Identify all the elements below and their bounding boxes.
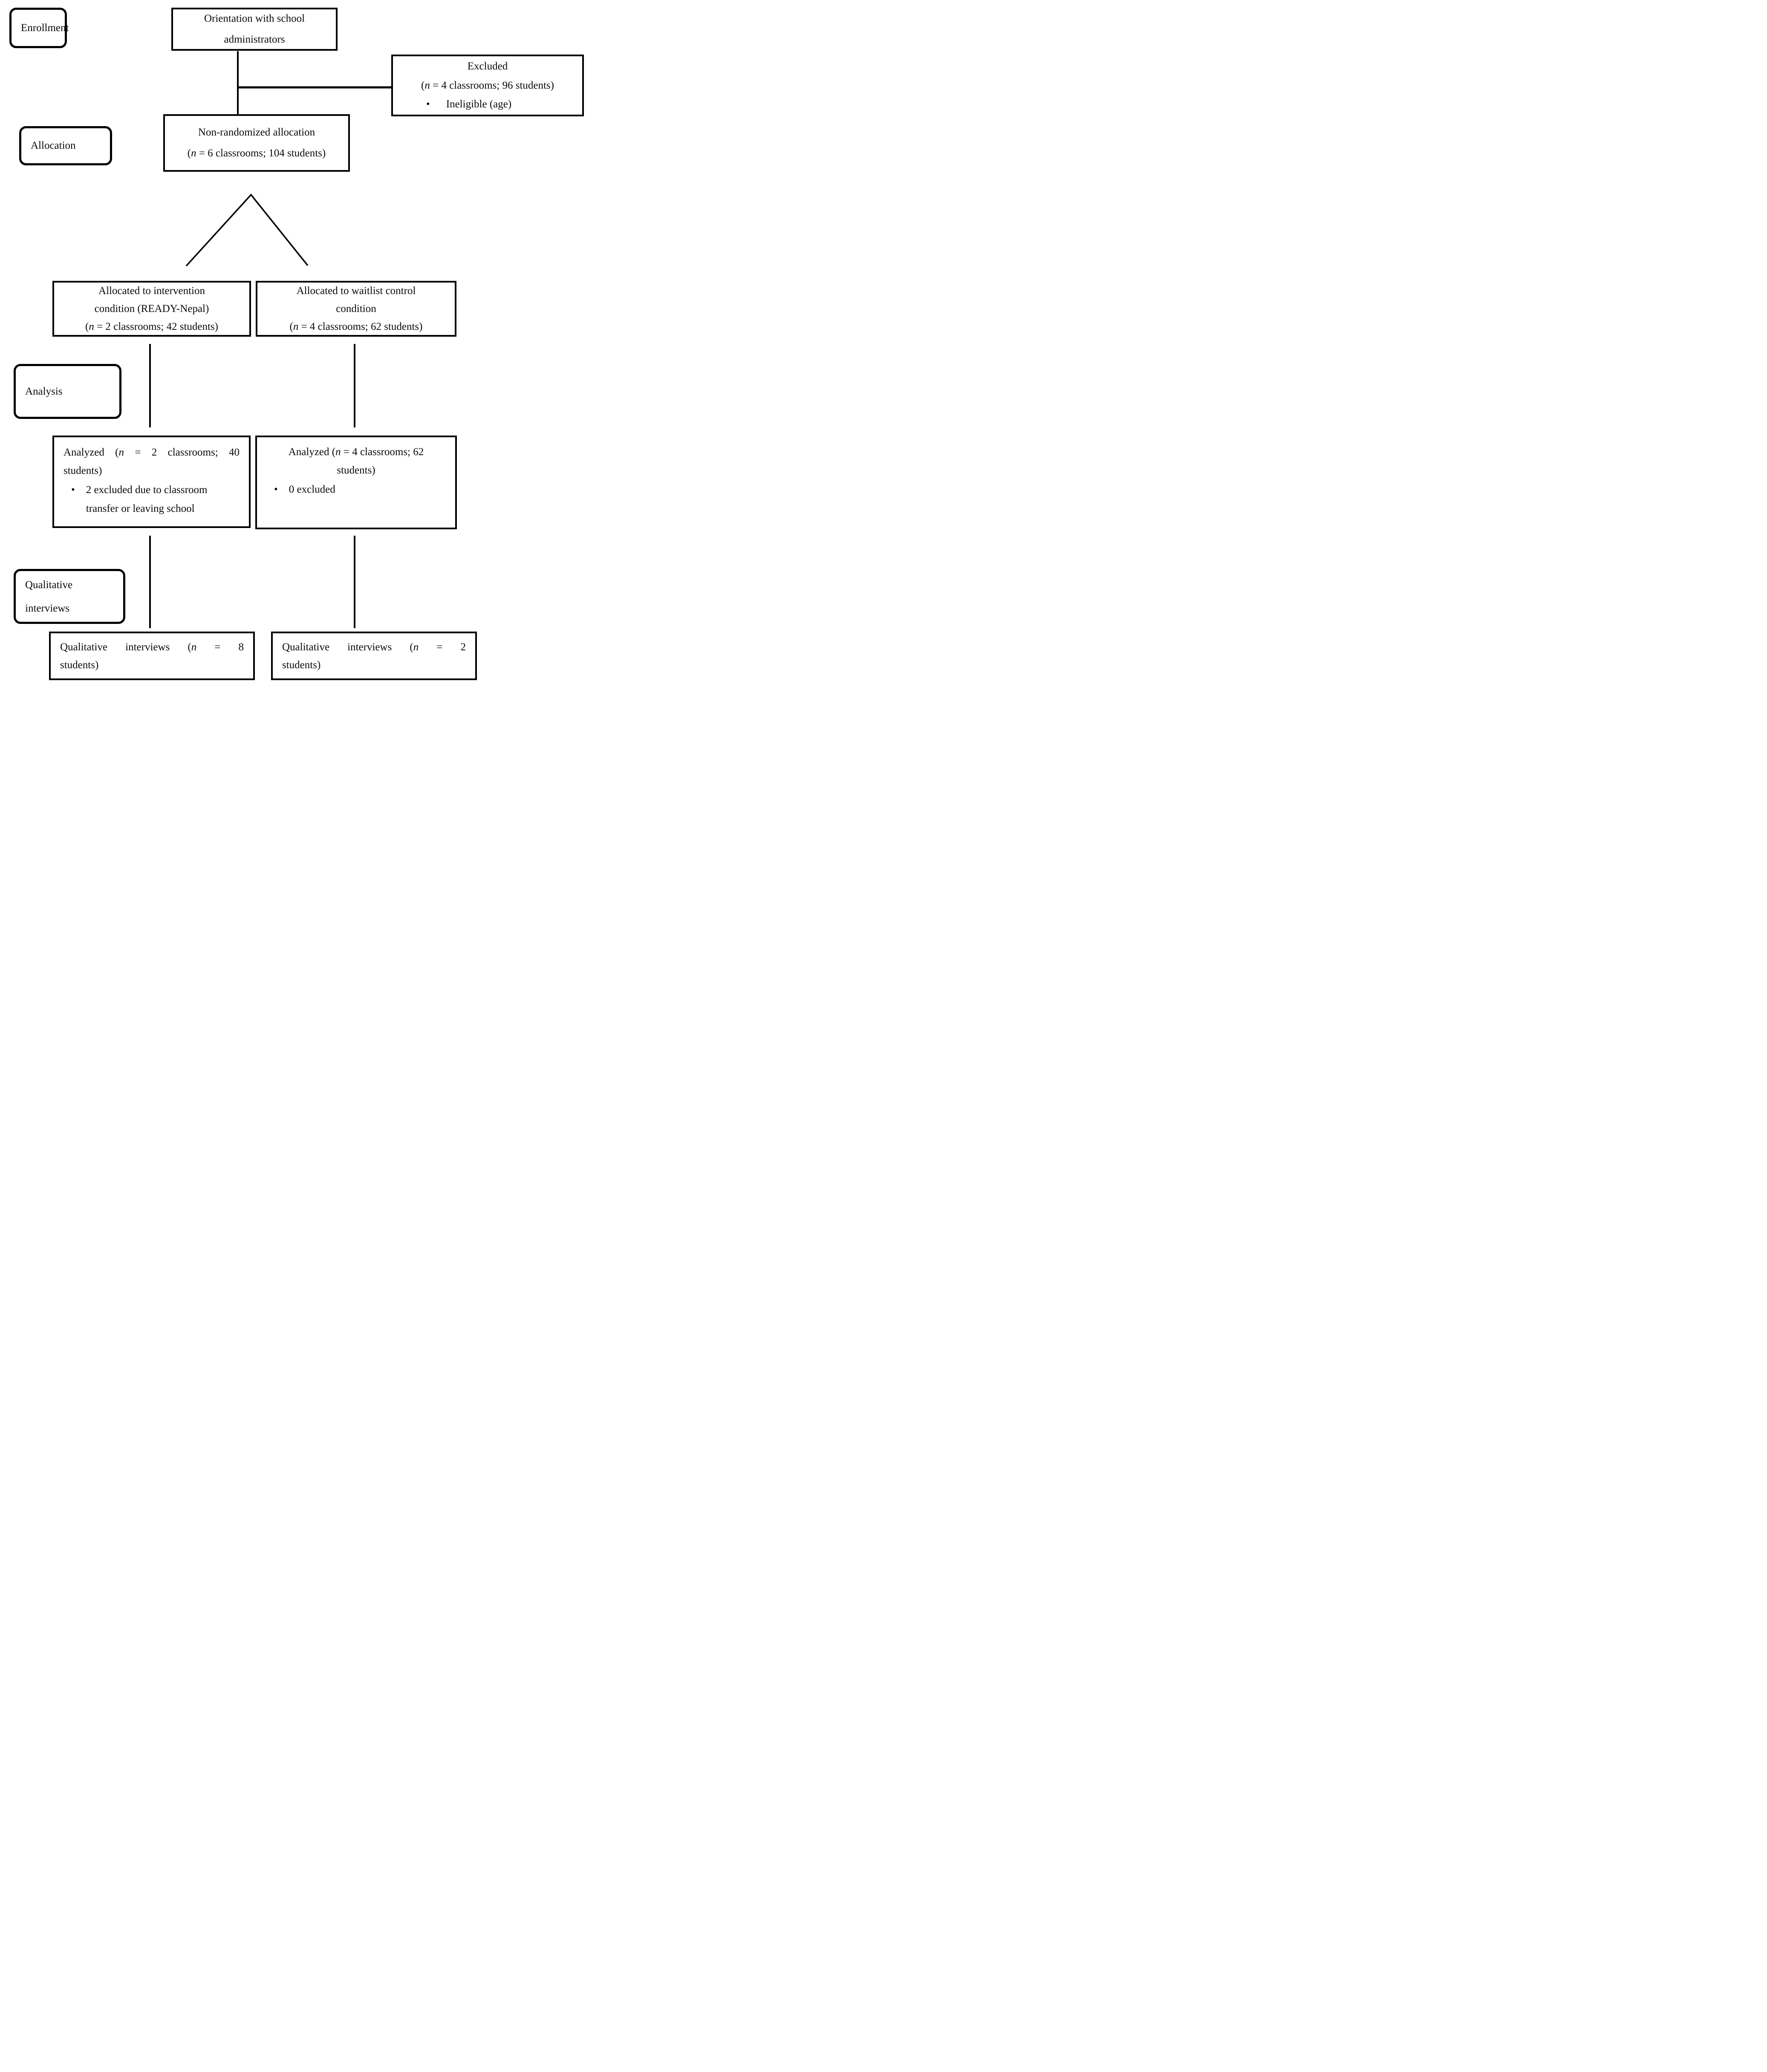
allocation-stat-open: ( — [187, 147, 191, 159]
stage-analysis: Analysis — [14, 364, 121, 419]
analyzed-waitlist-lead: Analyzed ( — [288, 446, 336, 458]
waitlist-stat-rest: = 4 classrooms; 62 students) — [298, 320, 423, 332]
connector-split-v — [185, 193, 309, 267]
allocation-stat-rest: = 6 classrooms; 104 students) — [196, 147, 326, 159]
orientation-line2: administrators — [224, 33, 285, 45]
analyzed-intervention-lead-rest: = 2 classrooms; 40 — [124, 447, 240, 458]
analyzed-waitlist-lead-rest: = 4 classrooms; 62 — [341, 446, 424, 458]
qual-waitlist-line2: students) — [282, 659, 321, 671]
excluded-stat-rest: = 4 classrooms; 96 students) — [430, 79, 554, 91]
intervention-stat-open: ( — [85, 320, 89, 332]
analyzed-waitlist-bullet-row: • 0 excluded — [266, 480, 446, 499]
node-excluded: Excluded (n = 4 classrooms; 96 students)… — [391, 55, 584, 116]
qual-waitlist-lead-rest: = 2 — [419, 641, 466, 653]
qual-intervention-n: n — [191, 641, 197, 653]
intervention-stat-n: n — [89, 320, 94, 332]
qual-intervention-lead-rest: = 8 — [196, 641, 244, 653]
intervention-stat: (n = 2 classrooms; 42 students) — [63, 318, 241, 336]
stage-qualitative-interviews: Qualitative interviews — [14, 569, 125, 624]
analyzed-waitlist-n: n — [335, 446, 341, 458]
qual-intervention-line2: students) — [60, 659, 99, 671]
waitlist-line2: condition — [336, 303, 376, 315]
stage-enrollment: Enrollment — [9, 8, 69, 48]
analyzed-intervention-n: n — [118, 447, 124, 458]
bullet-icon: • — [426, 98, 430, 110]
excluded-stat-open: ( — [421, 79, 425, 91]
allocation-line1: Non-randomized allocation — [198, 126, 315, 138]
analyzed-intervention-bullet-row: • 2 excluded due to classroom transfer o… — [64, 481, 240, 518]
orientation-line1: Orientation with school — [204, 12, 305, 24]
node-intervention: Allocated to intervention condition (REA… — [52, 281, 251, 337]
bullet-icon: • — [274, 484, 278, 495]
analyzed-intervention-lead: Analyzed ( — [64, 447, 119, 458]
node-allocation: Non-randomized allocation (n = 6 classro… — [163, 114, 350, 172]
waitlist-line1: Allocated to waitlist control — [296, 285, 416, 297]
qual-waitlist-lead: Qualitative interviews ( — [282, 641, 413, 653]
consort-flow-diagram: Enrollment Allocation Analysis Qualitati… — [0, 0, 589, 691]
allocation-stat-n: n — [191, 147, 196, 159]
bullet-icon: • — [71, 484, 75, 496]
waitlist-stat-open: ( — [289, 320, 293, 332]
node-analyzed-waitlist: Analyzed (n = 4 classrooms; 62 students)… — [255, 436, 457, 529]
waitlist-stat: (n = 4 classrooms; 62 students) — [266, 318, 446, 336]
analyzed-intervention-line2: students) — [64, 465, 102, 476]
analyzed-intervention-bullet-text: 2 excluded due to classroom transfer or … — [86, 481, 240, 518]
excluded-stat-n: n — [424, 79, 430, 91]
node-waitlist: Allocated to waitlist control condition … — [256, 281, 456, 337]
connector-lines — [149, 51, 391, 628]
stage-allocation: Allocation — [19, 126, 112, 165]
excluded-title: Excluded — [467, 61, 508, 72]
stage-qualitative-label-line1: Qualitative — [25, 579, 73, 591]
analyzed-intervention-bullet-line2: transfer or leaving school — [86, 503, 195, 514]
analyzed-intervention-bullet-line1: 2 excluded due to classroom — [86, 484, 208, 496]
stage-analysis-label: Analysis — [25, 385, 63, 397]
excluded-stat: (n = 4 classrooms; 96 students) — [401, 76, 574, 95]
node-orientation: Orientation with school administrators — [171, 8, 338, 51]
qual-waitlist-n: n — [413, 641, 419, 653]
node-analyzed-intervention: Analyzed (n = 2 classrooms; 40 students)… — [52, 436, 251, 528]
stage-allocation-label: Allocation — [31, 140, 76, 151]
analyzed-waitlist-bullet-text: 0 excluded — [289, 484, 335, 495]
qual-intervention-lead: Qualitative interviews ( — [60, 641, 191, 653]
node-qual-waitlist: Qualitative interviews (n = 2 students) — [271, 632, 477, 680]
qual-waitlist-line1: Qualitative interviews (n = 2 — [282, 638, 466, 657]
node-qual-intervention: Qualitative interviews (n = 8 students) — [49, 632, 255, 680]
stage-qualitative-label-line2: interviews — [25, 602, 70, 614]
analyzed-waitlist-line1: Analyzed (n = 4 classrooms; 62 — [266, 443, 446, 462]
waitlist-stat-n: n — [293, 320, 299, 332]
qual-intervention-line1: Qualitative interviews (n = 8 — [60, 638, 244, 657]
excluded-bullet-text: Ineligible (age) — [446, 98, 512, 110]
excluded-bullet-row: • Ineligible (age) — [401, 95, 574, 114]
analyzed-intervention-line1: Analyzed (n = 2 classrooms; 40 — [64, 443, 240, 462]
intervention-line1: Allocated to intervention — [98, 285, 205, 297]
intervention-stat-rest: = 2 classrooms; 42 students) — [94, 320, 218, 332]
intervention-line2: condition (READY-Nepal) — [94, 303, 209, 315]
stage-enrollment-label: Enrollment — [21, 22, 69, 34]
allocation-stat: (n = 6 classrooms; 104 students) — [173, 143, 340, 164]
analyzed-waitlist-line2: students) — [337, 464, 375, 476]
